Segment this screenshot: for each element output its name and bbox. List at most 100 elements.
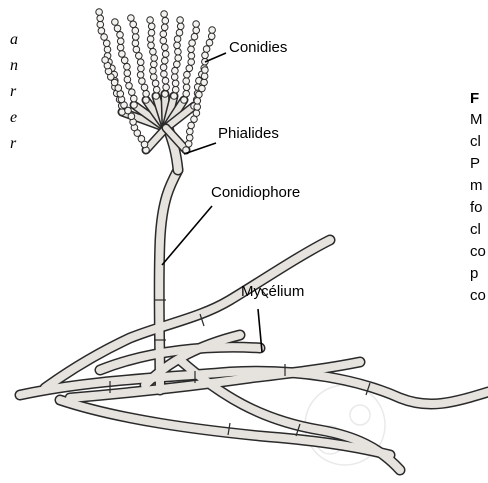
conidium — [162, 17, 169, 24]
conidium — [124, 70, 131, 77]
conidiophore-label: Conidiophore — [211, 184, 300, 201]
conidium — [121, 57, 128, 64]
conidium — [98, 28, 105, 35]
conidium — [126, 83, 133, 90]
conidium — [162, 44, 169, 51]
conidium — [196, 91, 203, 98]
conidium — [191, 33, 198, 40]
conidium — [162, 91, 169, 98]
conidium — [117, 32, 124, 39]
conidium — [104, 46, 111, 53]
conidium — [143, 97, 150, 104]
conidium — [188, 59, 195, 66]
conidium — [202, 67, 209, 74]
conidium — [103, 40, 110, 47]
conidium — [162, 57, 169, 64]
conidium — [147, 17, 154, 24]
caption-fragment: co — [470, 243, 486, 260]
conidium — [194, 98, 201, 105]
caption-fragment: p — [470, 265, 478, 282]
conidium — [139, 78, 146, 85]
conidium — [117, 38, 124, 45]
caption-fragment: F — [470, 90, 479, 107]
conidium — [162, 77, 169, 84]
left-fragment: a — [10, 31, 18, 48]
conidium — [176, 29, 183, 36]
caption-fragment: cl — [470, 133, 481, 150]
conidium — [183, 78, 190, 85]
conidium — [97, 21, 104, 28]
conidium — [129, 89, 136, 96]
conidium — [172, 80, 179, 87]
conidium — [208, 33, 215, 40]
left-text-fragments: a n r e r — [10, 31, 18, 152]
conidium — [96, 9, 103, 16]
conidium — [193, 27, 200, 34]
conidium — [187, 128, 194, 135]
conidium — [188, 122, 195, 129]
conidium — [175, 48, 182, 55]
conidium — [188, 52, 195, 59]
conidium — [153, 86, 160, 93]
conidium — [153, 93, 160, 100]
conidium — [201, 73, 208, 80]
conidiophore-leader — [162, 206, 212, 265]
conidium — [160, 37, 167, 44]
conidium — [148, 23, 155, 30]
conidium — [174, 42, 181, 49]
conidies-label: Conidies — [229, 39, 287, 56]
conidium — [183, 84, 190, 91]
conidium — [181, 97, 188, 104]
conidiophore-head — [96, 9, 216, 170]
conidium — [160, 31, 167, 38]
conidium — [175, 55, 182, 62]
conidium — [148, 42, 155, 49]
conidium — [119, 51, 126, 58]
caption-fragment: M — [470, 111, 483, 128]
conidium — [161, 11, 168, 18]
conidium — [137, 59, 144, 66]
conidium — [188, 46, 195, 53]
conidium — [174, 61, 181, 68]
right-caption-fragments: F M cl P m fo cl co p co — [470, 90, 486, 304]
caption-fragment: co — [470, 287, 486, 304]
conidium — [150, 74, 157, 81]
conidium — [101, 34, 108, 41]
conidium — [133, 46, 140, 53]
conidium — [161, 71, 168, 78]
conidium — [177, 17, 184, 24]
left-fragment: e — [10, 109, 17, 126]
conidium — [171, 74, 178, 81]
conidium — [189, 40, 196, 47]
caption-fragment: fo — [470, 199, 483, 216]
conidium — [201, 79, 208, 86]
conidium — [163, 84, 170, 91]
conidium — [161, 24, 168, 31]
conidium — [138, 65, 145, 72]
conidium — [131, 102, 138, 109]
conidium — [199, 85, 206, 92]
conidium — [151, 55, 158, 62]
conidium — [193, 21, 200, 28]
conidium — [124, 76, 131, 83]
conidium — [184, 71, 191, 78]
caption-fragment: P — [470, 155, 480, 172]
conidium — [132, 27, 139, 34]
phialides-label: Phialides — [218, 125, 279, 142]
conidia-chains — [96, 9, 216, 154]
conidium — [132, 40, 139, 47]
conidium — [114, 25, 121, 32]
conidium — [186, 65, 193, 72]
conidium — [143, 90, 150, 97]
conidium — [131, 95, 138, 102]
mycelium — [20, 170, 488, 470]
conidium — [171, 93, 178, 100]
conidium — [186, 134, 193, 141]
left-fragment: n — [10, 57, 18, 74]
conidium — [138, 136, 145, 143]
conidium — [148, 29, 155, 36]
conidium — [136, 53, 143, 60]
conidium — [206, 39, 213, 46]
conidium — [174, 36, 181, 43]
